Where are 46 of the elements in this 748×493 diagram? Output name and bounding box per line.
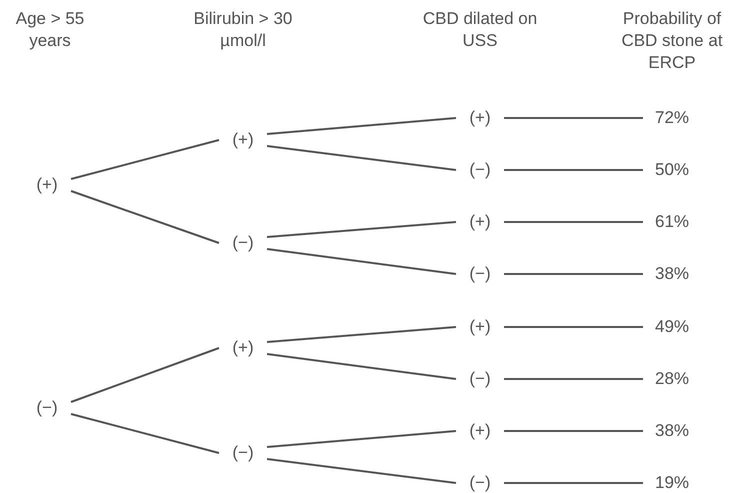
branch-line bbox=[266, 326, 456, 343]
branch-outcome: (−) bbox=[27, 397, 67, 419]
branch-outcome: (+) bbox=[223, 129, 263, 151]
branch-outcome: (−) bbox=[460, 368, 500, 390]
branch-line bbox=[266, 117, 456, 135]
column-heading: Age > 55 years bbox=[14, 8, 86, 52]
branch-outcome: (+) bbox=[27, 174, 67, 196]
branch-line bbox=[504, 169, 643, 171]
branch-line bbox=[266, 430, 456, 448]
branch-line bbox=[70, 190, 220, 244]
branch-outcome: (−) bbox=[460, 159, 500, 181]
probability-value: 38% bbox=[647, 420, 697, 442]
probability-value: 72% bbox=[647, 107, 697, 129]
branch-outcome: (−) bbox=[223, 442, 263, 464]
branch-line bbox=[504, 430, 643, 432]
branch-line bbox=[266, 248, 456, 275]
branch-line bbox=[70, 347, 220, 403]
branch-line bbox=[266, 221, 456, 238]
branch-line bbox=[266, 145, 456, 171]
branch-line bbox=[504, 221, 643, 223]
probability-value: 61% bbox=[647, 211, 697, 233]
probability-value: 50% bbox=[647, 159, 697, 181]
branch-outcome: (+) bbox=[460, 316, 500, 338]
branch-line bbox=[504, 273, 643, 275]
branch-outcome: (+) bbox=[223, 337, 263, 359]
column-heading: Bilirubin > 30 µmol/l bbox=[192, 8, 294, 52]
branch-outcome: (+) bbox=[460, 107, 500, 129]
branch-outcome: (−) bbox=[223, 232, 263, 254]
probability-value: 19% bbox=[647, 472, 697, 493]
probability-value: 28% bbox=[647, 368, 697, 390]
branch-line bbox=[70, 139, 220, 180]
branch-line bbox=[266, 458, 456, 484]
branch-line bbox=[504, 482, 643, 484]
column-heading: CBD dilated on USS bbox=[422, 8, 538, 52]
branch-line bbox=[70, 413, 220, 454]
probability-value: 38% bbox=[647, 263, 697, 285]
branch-line bbox=[504, 326, 643, 328]
branch-line bbox=[504, 378, 643, 380]
branch-line bbox=[504, 117, 643, 119]
branch-line bbox=[266, 353, 456, 380]
branch-outcome: (−) bbox=[460, 472, 500, 493]
branch-outcome: (+) bbox=[460, 211, 500, 233]
branch-outcome: (+) bbox=[460, 420, 500, 442]
branch-outcome: (−) bbox=[460, 263, 500, 285]
probability-value: 49% bbox=[647, 316, 697, 338]
column-heading: Probability of CBD stone at ERCP bbox=[620, 8, 724, 74]
